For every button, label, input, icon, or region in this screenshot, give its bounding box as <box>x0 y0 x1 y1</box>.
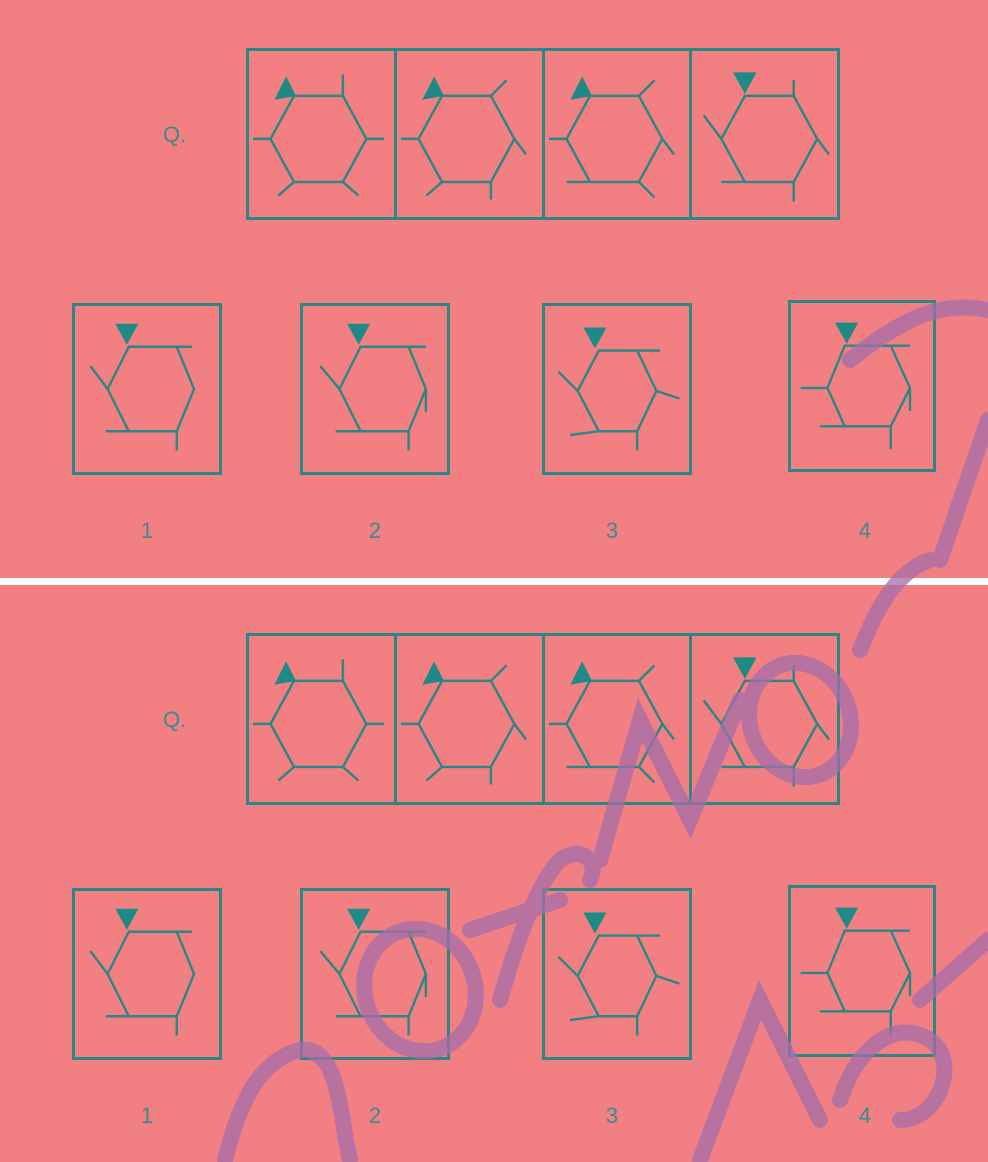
triangle-marker-inverted <box>733 72 756 94</box>
hexagon-figure <box>249 51 394 217</box>
answer-option-2[interactable] <box>300 303 450 475</box>
question-panel-2: Q. <box>0 585 988 1162</box>
question-figure-4 <box>689 51 837 217</box>
question-panel-1: Q. <box>0 0 988 578</box>
hexagon-figure <box>791 303 933 469</box>
hexagon-figure <box>397 636 542 802</box>
hexagon-figure <box>303 306 447 472</box>
answer-option-4[interactable] <box>788 300 936 472</box>
option-number-3: 3 <box>592 1103 632 1129</box>
answer-option-2[interactable] <box>300 888 450 1060</box>
hexagon-figure <box>545 891 689 1057</box>
hexagon-figure <box>75 891 219 1057</box>
option-number-1: 1 <box>127 518 167 544</box>
question-figure-3 <box>542 51 690 217</box>
answer-option-3[interactable] <box>542 888 692 1060</box>
hexagon-figure <box>249 636 394 802</box>
answer-option-1[interactable] <box>72 888 222 1060</box>
triangle-marker <box>274 76 296 99</box>
triangle-marker <box>422 76 444 99</box>
triangle-marker-inverted <box>347 909 370 930</box>
triangle-marker-inverted <box>347 324 370 345</box>
question-figure-3 <box>542 636 690 802</box>
triangle-marker-inverted <box>583 328 606 349</box>
answer-option-4[interactable] <box>788 885 936 1057</box>
hexagon-figure <box>692 636 837 802</box>
triangle-marker-inverted <box>115 909 138 930</box>
triangle-marker-inverted <box>115 324 138 345</box>
question-label: Q. <box>163 707 186 733</box>
question-figure-4 <box>689 636 837 802</box>
triangle-marker <box>570 661 592 684</box>
option-number-4: 4 <box>845 1103 885 1129</box>
option-number-2: 2 <box>355 518 395 544</box>
hexagon-figure <box>692 51 837 217</box>
triangle-marker <box>570 76 592 99</box>
hexagon-figure <box>303 891 447 1057</box>
question-figure-strip <box>246 633 840 805</box>
question-figure-2 <box>394 636 542 802</box>
answer-option-1[interactable] <box>72 303 222 475</box>
hexagon-figure <box>791 888 933 1054</box>
triangle-marker-inverted <box>733 657 756 679</box>
triangle-marker-inverted <box>583 913 606 934</box>
hexagon-figure <box>397 51 542 217</box>
triangle-marker-inverted <box>835 323 858 344</box>
answer-option-3[interactable] <box>542 303 692 475</box>
question-figure-1 <box>249 51 394 217</box>
question-figure-1 <box>249 636 394 802</box>
triangle-marker-inverted <box>835 908 858 929</box>
option-number-1: 1 <box>127 1103 167 1129</box>
option-number-4: 4 <box>845 518 885 544</box>
triangle-marker <box>422 661 444 684</box>
hexagon-figure <box>75 306 219 472</box>
hexagon-figure <box>545 636 690 802</box>
hexagon-figure <box>545 306 689 472</box>
question-figure-2 <box>394 51 542 217</box>
question-label: Q. <box>163 122 186 148</box>
option-number-3: 3 <box>592 518 632 544</box>
option-number-2: 2 <box>355 1103 395 1129</box>
question-figure-strip <box>246 48 840 220</box>
triangle-marker <box>274 661 296 684</box>
hexagon-figure <box>545 51 690 217</box>
